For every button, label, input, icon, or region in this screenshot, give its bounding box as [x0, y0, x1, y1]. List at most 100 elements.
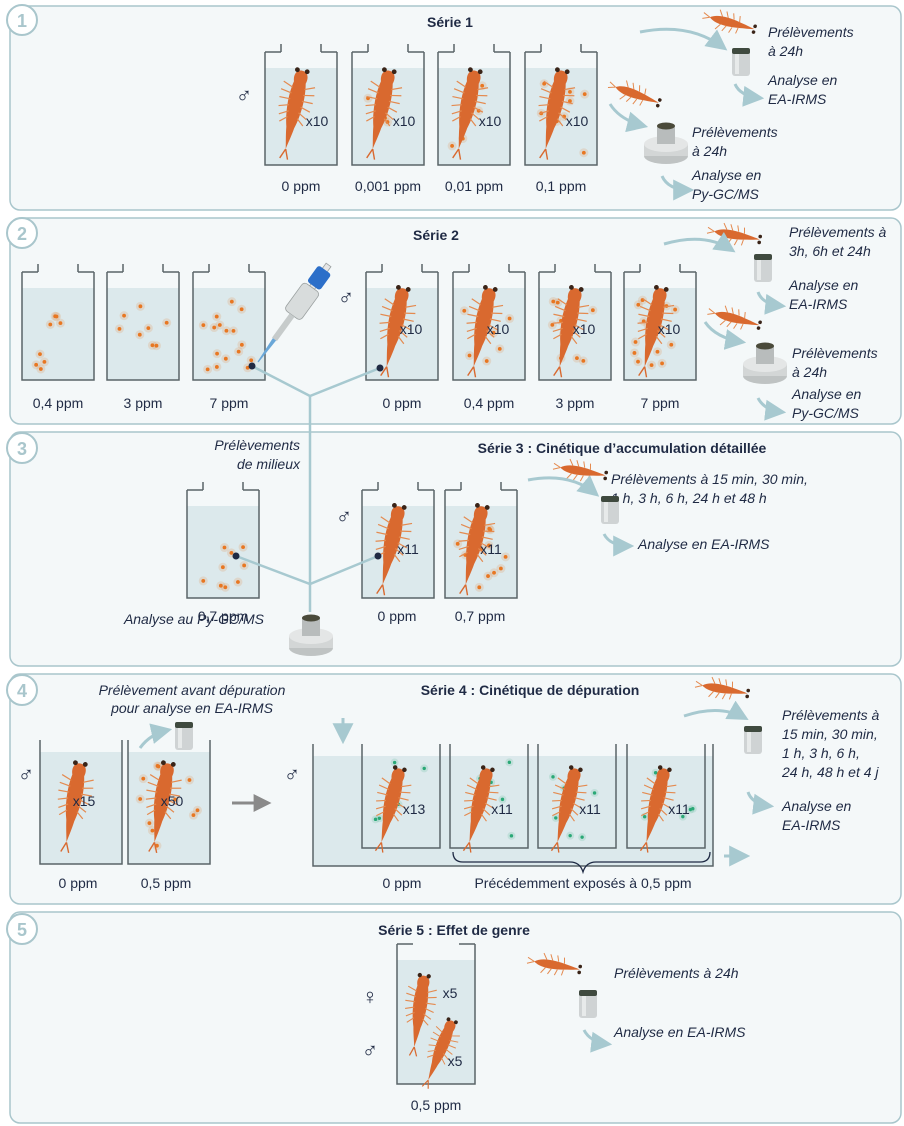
- microplastic-particle: [499, 567, 503, 571]
- sample-vial-icon: [601, 496, 619, 524]
- shrimp-count: x13: [403, 801, 426, 817]
- series-title: Série 4 : Cinétique de dépuration: [421, 682, 640, 698]
- concentration-label: 3 ppm: [556, 395, 595, 411]
- annotation-text: Analyse en EA-IRMS: [637, 536, 770, 552]
- pre-depuration-label: pour analyse en EA-IRMS: [110, 700, 274, 716]
- microplastic-particle: [236, 580, 240, 584]
- microplastic-particle: [215, 352, 219, 356]
- microplastic-particle: [165, 321, 169, 325]
- microplastic-particle: [157, 765, 161, 769]
- series-number: 3: [17, 439, 27, 459]
- annotation-text: Analyse en: [788, 277, 858, 293]
- microplastic-particle: [477, 585, 481, 589]
- annotation-text: Py-GC/MS: [692, 186, 760, 202]
- series-1-panel: 1 Série 1 ♂ x100 ppmx100,001 ppmx100,01 …: [7, 5, 901, 210]
- particle: [378, 817, 381, 820]
- sample-vial-icon: [579, 990, 597, 1018]
- annotation-text: à 24h: [768, 43, 803, 59]
- male-count: x5: [448, 1053, 463, 1069]
- particle: [643, 815, 646, 818]
- annotation-text: 1 h, 3 h, 6 h, 24 h et 48 h: [611, 490, 767, 506]
- shrimp-count: x10: [393, 113, 416, 129]
- particle: [510, 834, 513, 837]
- concentration-label: 7 ppm: [210, 395, 249, 411]
- particle: [568, 834, 571, 837]
- microplastic-particle: [59, 321, 63, 325]
- media-sampling-label: Prélèvements: [214, 437, 300, 453]
- microplastic-particle: [568, 90, 572, 94]
- microplastic-particle: [241, 545, 245, 549]
- microplastic-particle: [38, 352, 42, 356]
- microplastic-particle: [224, 357, 228, 361]
- microplastic-particle: [225, 329, 229, 333]
- concentration-label: 0,4 ppm: [33, 395, 84, 411]
- microplastic-particle: [55, 315, 59, 319]
- annotation-text: Py-GC/MS: [792, 405, 860, 421]
- previously-exposed-label: Précédemment exposés à 0,5 ppm: [474, 875, 691, 891]
- microplastic-particle: [669, 343, 673, 347]
- microplastic-particle: [456, 542, 460, 546]
- microplastic-particle: [486, 574, 490, 578]
- male-symbol: ♂: [18, 762, 35, 787]
- microplastic-particle: [485, 359, 489, 363]
- annotation-text: Prélèvements: [792, 345, 878, 361]
- shrimp-count: x10: [400, 321, 423, 337]
- shrimp-count: x10: [487, 321, 510, 337]
- microplastic-particle: [656, 350, 660, 354]
- microplastic-particle: [215, 365, 219, 369]
- concentration-label: 0,001 ppm: [355, 178, 421, 194]
- particle: [508, 761, 511, 764]
- sampling-point: [375, 553, 382, 560]
- shrimp-count: x10: [658, 321, 681, 337]
- particle: [423, 767, 426, 770]
- annotation-text: à 24h: [692, 143, 727, 159]
- concentration-label: 0,5 ppm: [141, 875, 192, 891]
- series-number: 1: [17, 11, 27, 31]
- microplastic-particle: [223, 546, 227, 550]
- concentration-label: 0,7 ppm: [198, 608, 249, 624]
- microplastic-particle: [583, 92, 587, 96]
- series-4-panel: 4 Série 4 : Cinétique de dépuration Prél…: [7, 674, 901, 904]
- series-2-panel: 2 Série 2 ♂ 0,4 ppm3 ppm7 ppm x100 ppmx1…: [7, 218, 901, 424]
- pre-sampling-vial-icon: [175, 722, 193, 750]
- shrimp-count: x11: [491, 801, 513, 817]
- microplastic-particle: [492, 571, 496, 575]
- microplastic-particle: [468, 354, 472, 358]
- annotation-text: Prélèvements: [692, 124, 778, 140]
- sample-vial-icon: [754, 254, 772, 282]
- annotation-text: 1 h, 3 h, 6 h,: [782, 745, 860, 761]
- annotation-text: Analyse en EA-IRMS: [613, 1024, 746, 1040]
- microplastic-particle: [118, 327, 122, 331]
- male-symbol: ♂: [236, 83, 253, 108]
- sampling-point: [233, 553, 240, 560]
- particle: [593, 791, 596, 794]
- microplastic-particle: [240, 343, 244, 347]
- series-number: 5: [17, 920, 27, 940]
- microplastic-particle: [151, 829, 155, 833]
- particle: [580, 835, 583, 838]
- series-title: Série 2: [413, 227, 459, 243]
- microplastic-particle: [551, 300, 555, 304]
- particle: [551, 775, 554, 778]
- pre-depuration-label: Prélèvement avant dépuration: [99, 682, 286, 698]
- microplastic-particle: [201, 579, 205, 583]
- concentration-label: 0,4 ppm: [464, 395, 515, 411]
- male-symbol: ♂: [284, 762, 301, 787]
- microplastic-particle: [230, 551, 234, 555]
- microplastic-particle: [582, 151, 586, 155]
- particle: [393, 761, 396, 764]
- sample-vial-icon: [732, 48, 750, 76]
- annotation-text: Analyse en: [791, 386, 861, 402]
- shrimp-count: x10: [479, 113, 502, 129]
- microplastic-particle: [215, 315, 219, 319]
- microplastic-particle: [673, 308, 677, 312]
- microplastic-particle: [660, 362, 664, 366]
- microplastic-particle: [201, 323, 205, 327]
- microplastic-particle: [138, 797, 142, 801]
- male-symbol: ♂: [362, 1038, 379, 1063]
- concentration-label: 0 ppm: [378, 608, 417, 624]
- particle: [554, 816, 557, 819]
- series-number: 2: [17, 224, 27, 244]
- concentration-label: 3 ppm: [124, 395, 163, 411]
